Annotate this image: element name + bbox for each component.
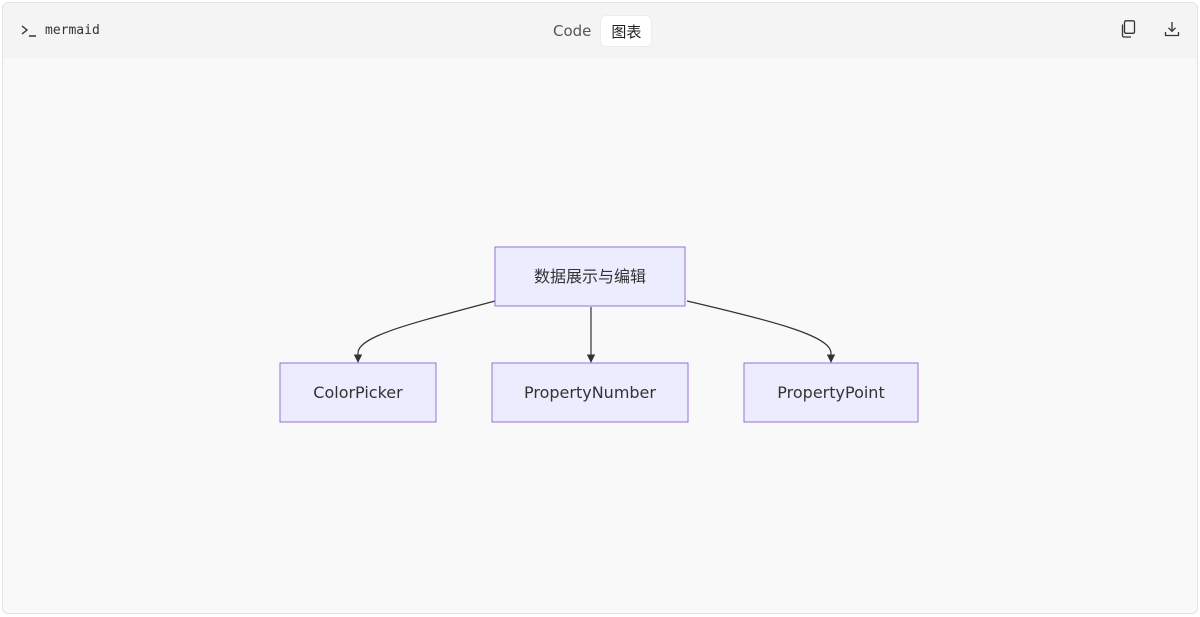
- download-button[interactable]: [1163, 22, 1181, 40]
- node-root-label: 数据展示与编辑: [534, 267, 646, 286]
- tab-code[interactable]: Code: [553, 22, 592, 40]
- language-label: mermaid: [45, 23, 100, 38]
- node-colorpicker-label: ColorPicker: [313, 383, 403, 402]
- flowchart-diagram: 数据展示与编辑 ColorPicker PropertyNumber Prope…: [279, 246, 919, 423]
- edge-root-to-colorpicker: [353, 300, 496, 363]
- node-propertynumber[interactable]: PropertyNumber: [491, 362, 689, 423]
- view-tabs: Code 图表: [543, 16, 652, 46]
- header-actions: [1119, 20, 1181, 42]
- language-indicator: mermaid: [21, 23, 100, 38]
- download-icon: [1164, 21, 1180, 41]
- edge-root-to-propertypoint: [686, 300, 836, 363]
- code-block-header: mermaid Code 图表: [3, 3, 1197, 58]
- node-propertynumber-label: PropertyNumber: [524, 383, 656, 402]
- terminal-icon: [21, 24, 37, 38]
- copy-button[interactable]: [1119, 20, 1137, 42]
- node-propertypoint[interactable]: PropertyPoint: [743, 362, 919, 423]
- node-root[interactable]: 数据展示与编辑: [494, 246, 686, 307]
- tab-diagram[interactable]: 图表: [601, 16, 652, 46]
- node-colorpicker[interactable]: ColorPicker: [279, 362, 437, 423]
- copy-icon: [1120, 20, 1136, 42]
- node-propertypoint-label: PropertyPoint: [777, 383, 884, 402]
